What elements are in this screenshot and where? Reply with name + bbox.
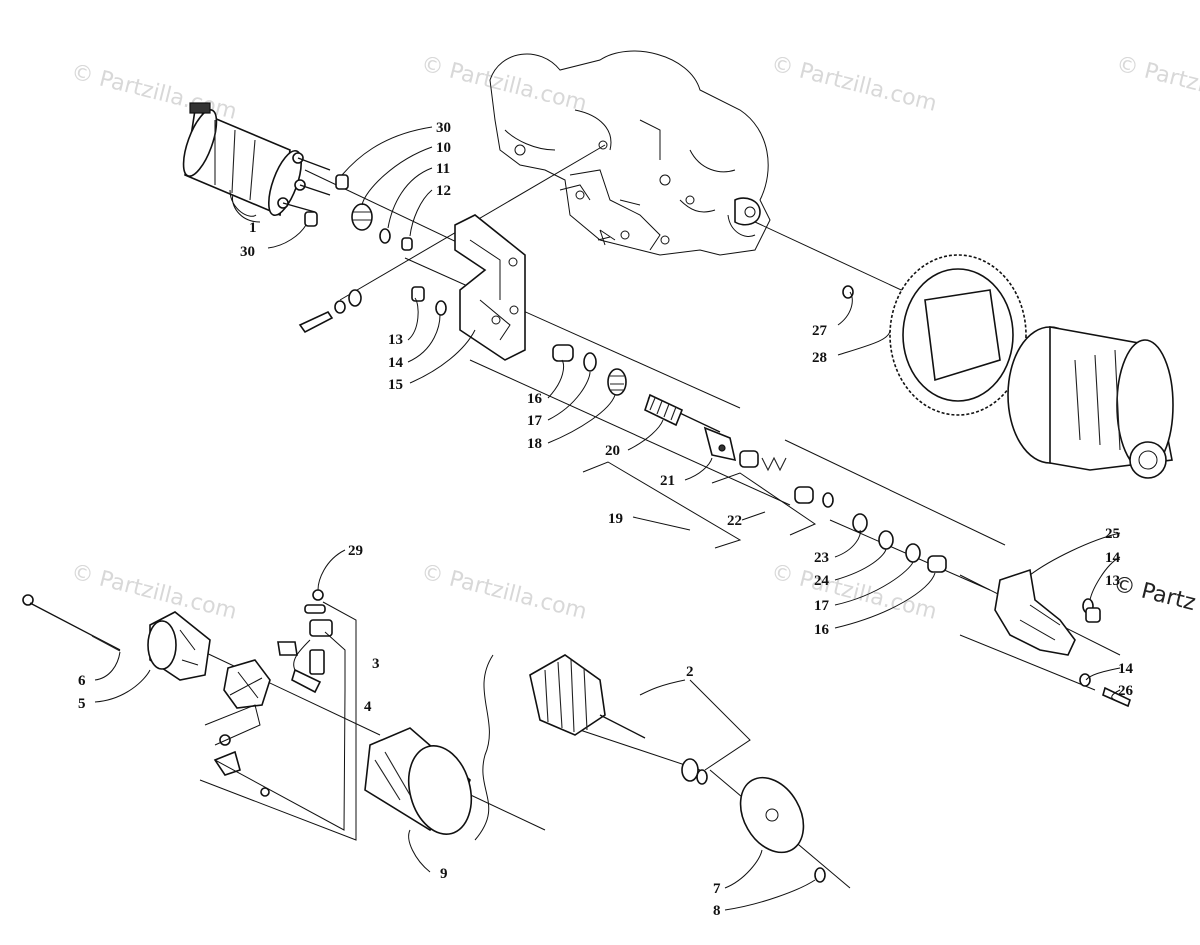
starter-small-parts bbox=[304, 174, 413, 251]
callout-1: 1 bbox=[249, 220, 257, 236]
callout-19: 19 bbox=[608, 511, 623, 527]
callout-17: 17 bbox=[527, 413, 543, 429]
callout-30: 30 bbox=[436, 120, 451, 136]
callout-24: 24 bbox=[814, 573, 830, 589]
callout-29: 29 bbox=[348, 543, 363, 559]
assembly-axis-lines bbox=[199, 144, 1121, 889]
bracket-lines-3-4 bbox=[199, 601, 357, 841]
mounting-bracket-part-15 bbox=[298, 214, 526, 361]
callout-30: 30 bbox=[240, 244, 255, 260]
end-cap-part-5 bbox=[147, 611, 211, 681]
callout-2: 2 bbox=[686, 664, 694, 680]
drive-shaft-part-20 bbox=[644, 393, 737, 462]
end-plate-part-7 bbox=[739, 776, 826, 883]
starter-motor-part-1 bbox=[182, 102, 331, 217]
armature-part-2 bbox=[529, 654, 708, 785]
leader-lines bbox=[94, 126, 1121, 911]
callout-12: 12 bbox=[436, 183, 451, 199]
callout-9: 9 bbox=[440, 866, 448, 882]
housing-part-9 bbox=[364, 727, 473, 835]
watermark: © Partzilla.com bbox=[769, 52, 940, 117]
callout-6: 6 bbox=[78, 673, 86, 689]
watermark: © Partzilla.com bbox=[69, 560, 240, 625]
callout-11: 11 bbox=[436, 161, 450, 177]
washers-lower-group bbox=[852, 513, 947, 573]
engine-crankcase bbox=[489, 50, 771, 256]
callout-14: 14 bbox=[1105, 550, 1121, 566]
callout-labels: 30 10 11 12 1 30 27 28 13 14 15 16 17 18… bbox=[78, 120, 1134, 919]
brush-holder bbox=[213, 659, 271, 797]
callout-25: 25 bbox=[1105, 526, 1120, 542]
watermark: © Partzilla.com bbox=[769, 560, 940, 625]
callout-8: 8 bbox=[713, 903, 721, 919]
callout-26: 26 bbox=[1118, 683, 1134, 699]
callout-5: 5 bbox=[78, 696, 86, 712]
callout-13: 13 bbox=[388, 332, 403, 348]
brush-set-parts-3-4 bbox=[277, 589, 333, 694]
drive-pulley bbox=[1007, 326, 1174, 479]
bushing-washer-gear bbox=[552, 344, 627, 396]
watermark: © Partzilla.com bbox=[419, 560, 590, 625]
callout-20: 20 bbox=[605, 443, 620, 459]
callout-7: 7 bbox=[713, 881, 721, 897]
spring-assembly-part-22 bbox=[739, 450, 834, 508]
callout-4: 4 bbox=[364, 699, 372, 715]
callout-28: 28 bbox=[812, 350, 827, 366]
callout-16: 16 bbox=[814, 622, 830, 638]
ring-gear-part-28 bbox=[842, 254, 1027, 416]
callout-14: 14 bbox=[1118, 661, 1134, 677]
edge-watermark-text: © Partz bbox=[1111, 572, 1199, 617]
callout-10: 10 bbox=[436, 140, 451, 156]
callout-23: 23 bbox=[814, 550, 829, 566]
callout-16: 16 bbox=[527, 391, 543, 407]
end-housing-part-25 bbox=[994, 568, 1131, 708]
through-bolt-part-6 bbox=[22, 594, 121, 652]
callout-21: 21 bbox=[660, 473, 675, 489]
callout-27: 27 bbox=[812, 323, 828, 339]
callout-14: 14 bbox=[388, 355, 404, 371]
callout-13: 13 bbox=[1105, 573, 1120, 589]
callout-3: 3 bbox=[372, 656, 380, 672]
watermark: © Partzilla.com bbox=[1114, 52, 1200, 117]
callout-18: 18 bbox=[527, 436, 542, 452]
callout-22: 22 bbox=[727, 513, 742, 529]
callout-15: 15 bbox=[388, 377, 403, 393]
callout-17: 17 bbox=[814, 598, 830, 614]
